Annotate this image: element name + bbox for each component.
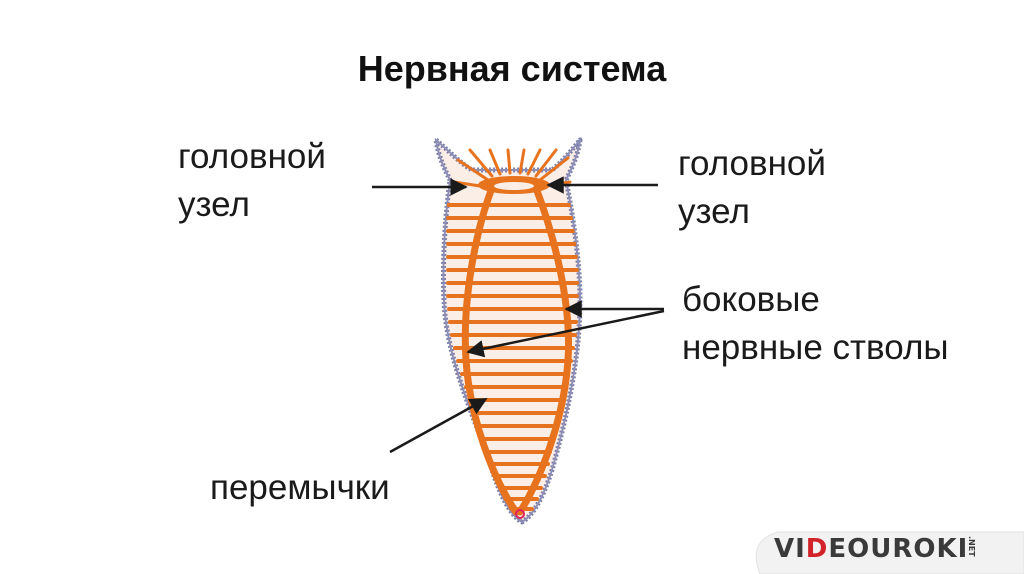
pointer-arrows <box>372 176 665 454</box>
right-lateral-trunk <box>516 184 572 516</box>
body-inner-outline <box>434 136 582 524</box>
label-lateral-trunks: боковые нервные стволы <box>682 276 949 372</box>
watermark-suffix: .NET <box>967 536 976 557</box>
label-line: нервные стволы <box>682 328 949 367</box>
label-head-node-left: головной узел <box>178 133 326 229</box>
label-bridges: перемычки <box>210 468 390 507</box>
arrow-bridges <box>389 397 488 454</box>
watermark-text-part: VI <box>774 534 806 564</box>
watermark-logo: VIDEOUROKI .NET <box>734 530 1024 574</box>
arrow-lateral-trunk-left <box>466 309 665 358</box>
left-lateral-trunk <box>461 184 520 516</box>
head-ganglion <box>478 176 550 194</box>
watermark-text-accent: D <box>805 534 829 564</box>
watermark-text-part: EOUROKI <box>828 534 969 564</box>
label-line: узел <box>178 185 250 224</box>
tail-mark <box>515 509 525 519</box>
label-line: боковые <box>682 280 820 319</box>
label-line: головной <box>678 144 826 183</box>
watermark-text: VIDEOUROKI <box>774 534 968 564</box>
label-line: узел <box>678 192 750 231</box>
page-title: Нервная система <box>357 48 667 89</box>
label-head-node-right: головной узел <box>678 140 826 236</box>
watermark-background <box>755 531 1024 574</box>
label-line: головной <box>178 137 326 176</box>
